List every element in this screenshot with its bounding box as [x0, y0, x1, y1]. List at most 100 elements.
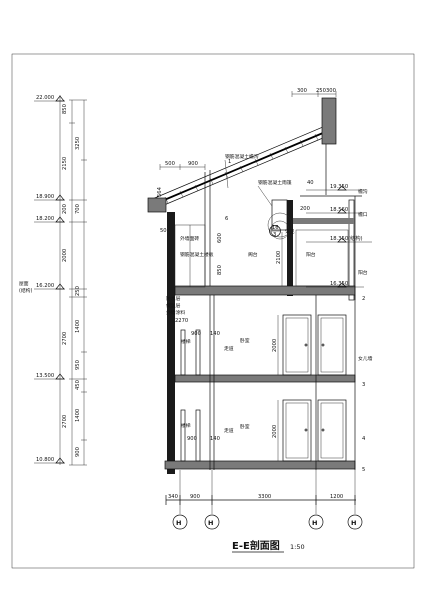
- roof: [147, 97, 337, 287]
- axis-label: H: [351, 519, 356, 527]
- room-label-corridor-low: 走道: [224, 427, 234, 434]
- dim-label: 2000: [272, 339, 278, 352]
- dim-label: 200: [300, 206, 310, 212]
- right-level: 16.350: [330, 281, 348, 287]
- dim-label: 2270: [175, 318, 188, 324]
- tag-number: 6: [225, 216, 228, 222]
- note: 钢筋混凝土楼板: [180, 251, 214, 258]
- dim-label: 450: [75, 380, 81, 390]
- room-label-lower: 卧室: [240, 423, 250, 430]
- tag-number: 1: [228, 159, 231, 165]
- dim-label: 950: [75, 360, 81, 370]
- level-label: 22.000: [36, 95, 54, 101]
- dim-label: 500: [165, 161, 175, 167]
- dim-label: 1200: [330, 494, 343, 500]
- dim-label: 2700: [62, 415, 68, 428]
- note: 钢筋混凝土檐沟: [225, 153, 259, 160]
- roof-tiles: [164, 133, 319, 204]
- slab-16200: [175, 286, 355, 295]
- tag-number: 5: [362, 467, 365, 473]
- right-mark: 檐沟: [358, 188, 368, 195]
- room-label-stair-up: 楼梯: [181, 338, 191, 345]
- axis-bubble: H: [347, 514, 363, 530]
- note: 防水层: [166, 295, 181, 302]
- level-marker: 18.900: [34, 194, 65, 201]
- room-label-stair-low: 楼梯: [181, 422, 191, 429]
- right-levels: 19.350 18.560 18.350(结构) 16.350 檐沟 檐口 阳台…: [306, 184, 373, 362]
- drawing-title-block: E-E剖面图 1:50: [232, 539, 305, 553]
- dim-label: 300: [326, 88, 336, 94]
- inner-dimensions: 2100 2000 2000 600 850 900 140 2270 140 …: [175, 180, 314, 461]
- slab-13500: [175, 375, 355, 382]
- dim-label: 900: [187, 436, 197, 442]
- room-label-corridor-up: 走道: [224, 345, 234, 352]
- annotations: 钢筋混凝土檐沟 钢筋混凝土雨篷 外墙面砖 钢筋混凝土楼板 防水层 保温层 外墙涂…: [166, 153, 366, 473]
- level-marker: 16.200 屋面 (结构): [19, 281, 65, 294]
- balcony-slab: [293, 218, 355, 224]
- axis-bubble: H: [308, 514, 324, 530]
- right-mark: 阳台: [358, 269, 368, 276]
- detail-label: 详见: [285, 228, 295, 235]
- dim-label: 2000: [62, 249, 68, 262]
- dim-label: 850: [62, 104, 68, 114]
- level-note: 屋面: [19, 281, 29, 287]
- level-label: 18.200: [36, 216, 54, 222]
- level-label: 18.900: [36, 194, 54, 200]
- right-mark: 女儿墙: [358, 355, 373, 362]
- level-label: 16.200: [36, 283, 54, 289]
- dim-label: 900: [191, 331, 201, 337]
- dim-label: 2700: [62, 332, 68, 345]
- dim-label: 200: [62, 204, 68, 214]
- detail-bubble: [269, 225, 281, 237]
- note: 保温层: [166, 302, 181, 309]
- level-marker: 22.000: [34, 95, 65, 102]
- dim-label: 600: [217, 233, 223, 243]
- level-marker: 13.500: [34, 373, 65, 380]
- dim-label: 900: [190, 494, 200, 500]
- right-mark: 檐口: [358, 211, 368, 218]
- dim-label: 250: [316, 88, 326, 94]
- dim-label: 250: [75, 286, 81, 296]
- right-level: 18.560: [330, 207, 348, 213]
- dim-label: 900: [188, 161, 198, 167]
- doors: [282, 314, 347, 462]
- axis-label: H: [312, 519, 317, 527]
- axis-bubbles: H H H H: [172, 514, 363, 530]
- room-label-upper: 卧室: [240, 337, 250, 344]
- dim-label: 700: [75, 204, 81, 214]
- dim-label: 140: [210, 436, 220, 442]
- structure: [164, 195, 362, 474]
- tag-number: 2: [362, 296, 365, 302]
- door-lower-left: [282, 399, 312, 462]
- detail-num: 16: [272, 225, 279, 231]
- dim-label: 2000: [272, 425, 278, 438]
- dim-label: 564: [157, 186, 163, 197]
- dim-label: 2100: [276, 251, 282, 264]
- axis-bubble: H: [204, 514, 220, 530]
- room-labels: 阁台 阳台 卧室 卧室 走道 走道 楼梯 楼梯: [181, 251, 316, 434]
- axis-bubble: H: [172, 514, 188, 530]
- dim-label: 140: [210, 331, 220, 337]
- right-level: 18.350(结构): [330, 234, 363, 242]
- slab-10800: [165, 461, 355, 469]
- drawing-title: E-E剖面图: [232, 539, 280, 552]
- dim-label: 1400: [75, 320, 81, 333]
- dim-label: 3250: [75, 137, 81, 150]
- dim-label: 300: [297, 88, 307, 94]
- level-marker: 10.800: [34, 457, 65, 464]
- detail-circle: [270, 220, 290, 240]
- chimney: [322, 98, 336, 144]
- level-marker: 18.200: [34, 216, 65, 223]
- top-dimensions: 300 250 300 500 900 564 500: [157, 88, 337, 234]
- dim-label: 850: [217, 265, 223, 275]
- level-note-sub: (结构): [19, 287, 32, 294]
- room-label-terrace: 阳台: [306, 251, 316, 258]
- dim-label: 500: [160, 228, 170, 234]
- door-upper-right: [317, 314, 347, 376]
- dim-label: 1400: [75, 409, 81, 422]
- eave-gutter: [148, 198, 166, 212]
- bottom-dimensions: 340 900 3300 1200: [165, 470, 356, 514]
- door-lower-right: [317, 399, 347, 462]
- drawing-scale: 1:50: [290, 543, 305, 551]
